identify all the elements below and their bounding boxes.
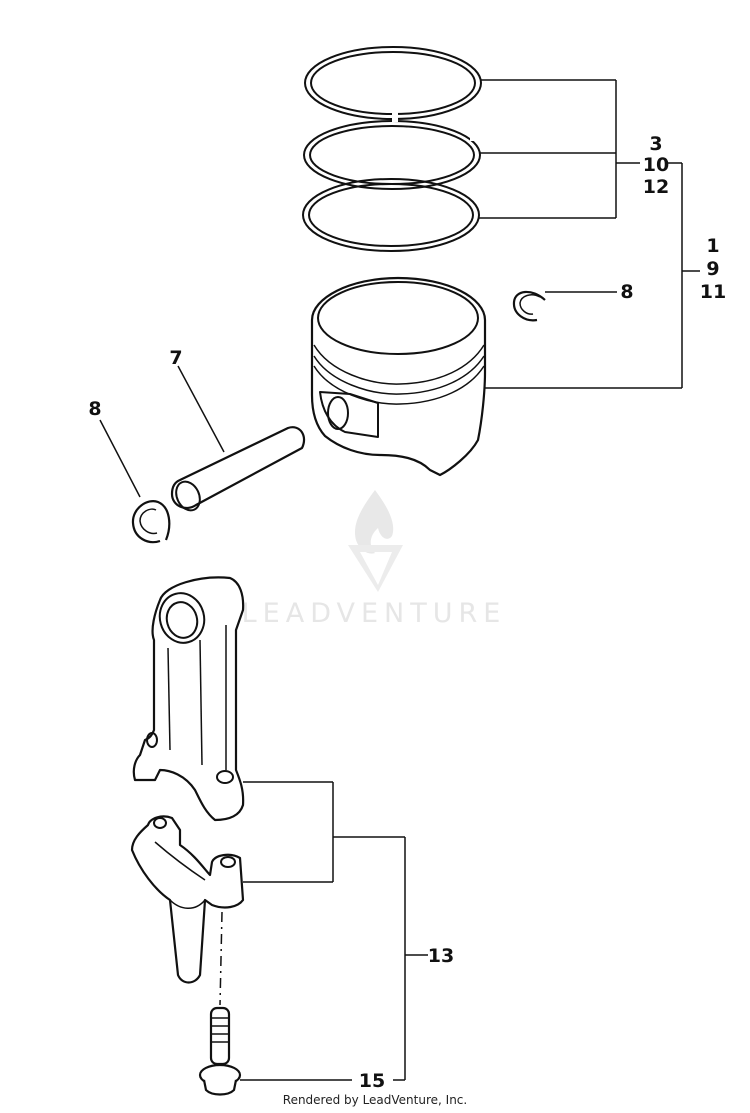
callout-1: 1 [706, 235, 719, 257]
piston [310, 276, 487, 477]
watermark-text: LEADVENTURE [242, 598, 507, 629]
flame-icon [354, 490, 394, 554]
render-credit: Rendered by LeadVenture, Inc. [282, 1093, 468, 1107]
connecting-rod-bolt [198, 911, 242, 1096]
piston-pin [170, 365, 306, 512]
callout-11: 11 [700, 281, 726, 303]
ring-bracket [479, 79, 700, 389]
connecting-rod-cap [130, 815, 245, 984]
callout-9: 9 [706, 258, 719, 280]
circlip-right [512, 290, 617, 322]
callout-8-right: 8 [620, 281, 633, 303]
callout-12: 12 [643, 176, 669, 198]
v-logo-icon [348, 545, 403, 592]
connecting-rod [132, 576, 245, 822]
callout-3: 3 [649, 133, 662, 155]
leadventure-watermark: LEADVENTURE [242, 490, 507, 629]
piston-ring-set [302, 46, 482, 252]
circlip-left [99, 419, 171, 544]
callout-15: 15 [359, 1070, 385, 1092]
callout-13: 13 [428, 945, 454, 967]
callout-7: 7 [169, 347, 182, 369]
callout-10: 10 [643, 154, 669, 176]
rod-bracket [240, 781, 428, 1081]
callout-8-left: 8 [88, 398, 101, 420]
